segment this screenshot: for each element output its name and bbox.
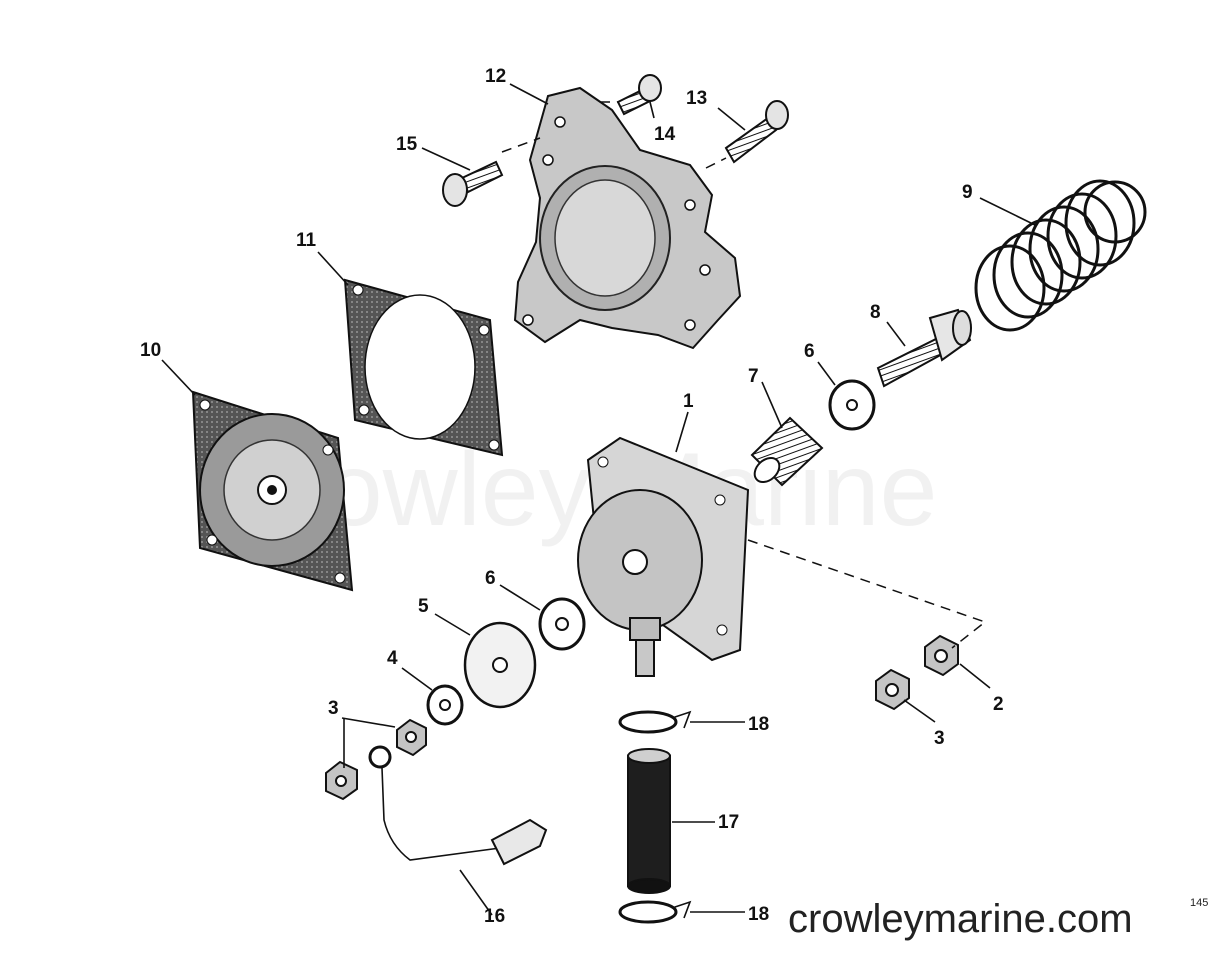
part-9-spring [974,179,1147,332]
footer-url: crowleymarine.com [788,897,1133,941]
part-13-screw [724,100,789,164]
callout-7: 7 [748,366,759,387]
part-17-fuel-hose [627,748,671,894]
callout-11: 11 [296,230,317,251]
part-14-screw [616,74,662,116]
assembly-lines [501,101,987,649]
part-3-nut-upper-left [396,718,427,757]
callout-6-upper: 6 [804,341,815,362]
callout-5: 5 [418,596,429,617]
callout-2: 2 [993,694,1004,715]
part-6-washer-upper [828,379,876,431]
callout-16: 16 [484,906,505,927]
part-1-pump-body [577,436,750,677]
callout-14: 14 [654,124,676,145]
part-5-washer [463,621,537,709]
callout-3-right: 3 [934,728,945,749]
callout-13: 13 [686,88,707,109]
part-18-clip-lower [618,900,692,924]
callout-6-lower: 6 [485,568,496,589]
figure-number: 145 [1190,897,1208,909]
leader-lines [161,83,1036,916]
callout-1: 1 [683,391,694,412]
part-3-nut-lower-left [325,760,358,801]
part-12-pump-cover [513,86,742,350]
callout-3-left: 3 [328,698,339,719]
part-18-clip-upper [618,710,692,734]
part-4-washer [426,684,464,726]
part-6-washer-lower [538,597,586,651]
callout-9: 9 [962,182,973,203]
part-10-diaphragm [191,390,354,592]
callout-17: 17 [718,812,739,833]
part-2-nut [924,634,959,677]
part-15-screw [442,160,504,207]
callout-4: 4 [387,648,398,669]
part-11-gasket [343,278,504,457]
callout-12: 12 [485,66,506,87]
callout-18-lower: 18 [748,904,769,925]
part-8-bolt [876,308,972,388]
callout-18-upper: 18 [748,714,769,735]
part-16-ground-wire [368,745,548,866]
callout-8: 8 [870,302,881,323]
part-3-nut-right [875,668,910,711]
callout-15: 15 [396,134,418,155]
callout-10: 10 [140,340,161,361]
part-7-filter-screen [750,416,824,487]
